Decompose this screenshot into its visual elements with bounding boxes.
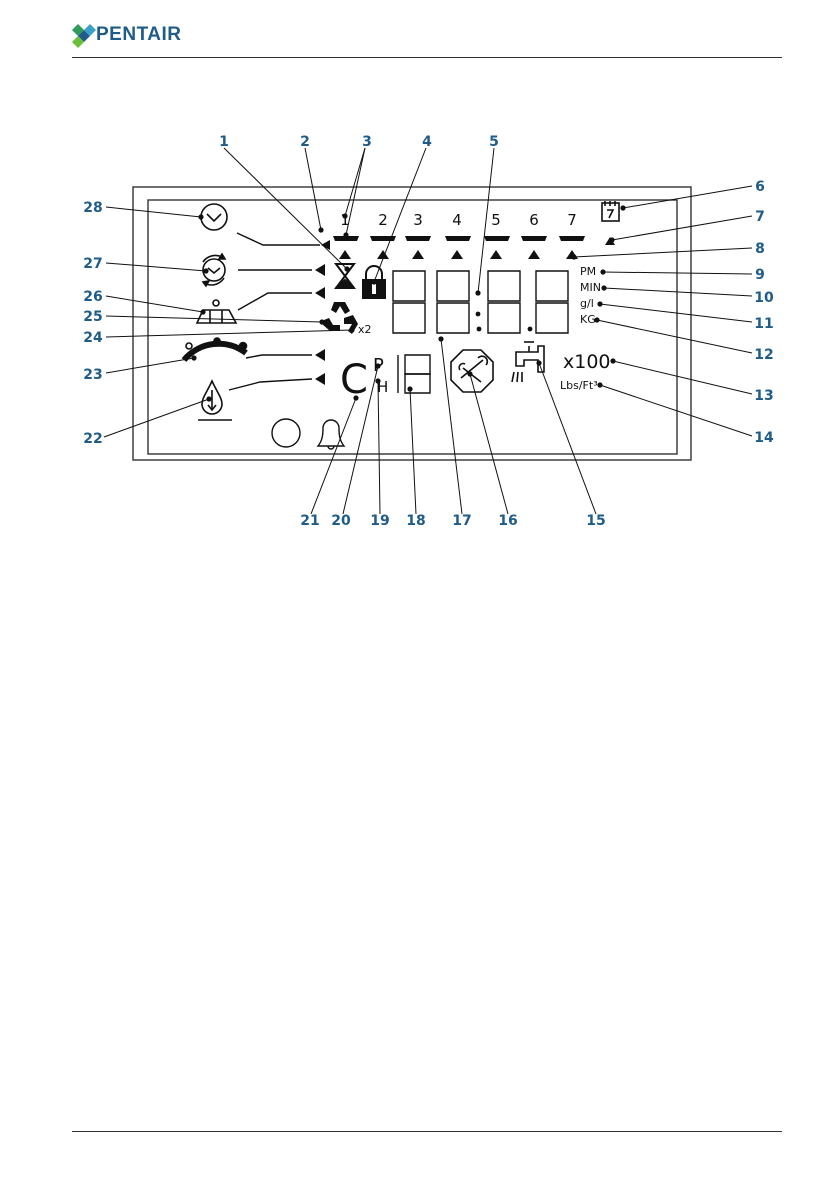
callout-numbers: 1 2 3 4 5 6 7 8 9 10 11 12 13 14 15 16 1… (83, 134, 774, 529)
day-number-6: 6 (529, 211, 539, 229)
connector-clock (237, 233, 320, 245)
bell-icon (318, 420, 344, 449)
callout-23: 23 (83, 367, 102, 383)
unit-pm: PM (580, 265, 596, 278)
clock-icon (201, 204, 227, 230)
day-bar-2 (370, 236, 396, 241)
left-pointers (315, 240, 330, 385)
day-triangle-5 (490, 250, 502, 259)
day-triangle-3 (412, 250, 424, 259)
callout-12: 12 (754, 347, 773, 363)
digit-3 (488, 271, 520, 333)
day-triangle-4 (451, 250, 463, 259)
pointer-hardness (315, 349, 325, 361)
callout-2: 2 (300, 134, 310, 150)
day-bars (333, 236, 585, 241)
callout-22: 22 (83, 431, 102, 447)
service-wrench-icon (451, 350, 493, 392)
day-number-2: 2 (378, 211, 388, 229)
connector-scale (238, 293, 312, 310)
calendar-icon (602, 201, 619, 221)
callout-4: 4 (422, 134, 432, 150)
callout-27: 27 (83, 256, 102, 272)
pointer-scale (315, 287, 325, 299)
cycle-letter: C (340, 357, 368, 403)
callout-5: 5 (489, 134, 499, 150)
unit-kg: KG (580, 313, 596, 326)
callout-7: 7 (755, 209, 765, 225)
callout-9: 9 (755, 267, 765, 283)
day-bar-4 (445, 236, 471, 241)
unit-lbsft: Lbs/Ft³ (560, 379, 598, 392)
regen-x2-label: x2 (358, 323, 372, 336)
callout-10: 10 (754, 290, 774, 306)
cycle-digit-upper (405, 355, 430, 374)
callout-leaders (104, 148, 752, 514)
callout-26: 26 (83, 289, 102, 305)
callout-8: 8 (755, 241, 765, 257)
callout-18: 18 (406, 513, 425, 529)
callout-21: 21 (300, 513, 319, 529)
water-drop-icon (198, 381, 232, 420)
callout-15: 15 (586, 513, 605, 529)
callout-20: 20 (331, 513, 351, 529)
callout-17: 17 (452, 513, 471, 529)
day-bar-6 (521, 236, 547, 241)
callout-28: 28 (83, 200, 102, 216)
callout-11: 11 (754, 316, 773, 332)
digit-2 (437, 271, 469, 333)
digit-4 (536, 271, 568, 333)
day-number-7: 7 (567, 211, 577, 229)
callout-16: 16 (498, 513, 517, 529)
unit-min: MIN (580, 281, 601, 294)
callout-3: 3 (362, 134, 372, 150)
colon-dot-lower (476, 312, 481, 317)
connector-drop (229, 379, 312, 390)
callout-1: 1 (219, 134, 229, 150)
unit-gl: g/l (580, 297, 594, 310)
day-bar-7 (559, 236, 585, 241)
decimal-dot-2 (477, 327, 482, 332)
callout-13: 13 (754, 388, 773, 404)
callout-24: 24 (83, 330, 103, 346)
circle-icon (272, 419, 300, 447)
pointer-cycle (315, 264, 325, 276)
day-triangle-1 (339, 250, 351, 259)
day-number-3: 3 (413, 211, 423, 229)
day-bar-5 (484, 236, 510, 241)
unit-x100: x100 (563, 351, 611, 373)
day-number-4: 4 (452, 211, 462, 229)
day-bar-3 (405, 236, 431, 241)
day-triangle-6 (528, 250, 540, 259)
cycle-digits (398, 355, 430, 393)
pointer-drop (315, 373, 325, 385)
day-number-5: 5 (491, 211, 501, 229)
digit-1 (393, 271, 425, 333)
callout-19: 19 (370, 513, 389, 529)
decimal-dot-3 (528, 327, 533, 332)
callout-25: 25 (83, 309, 102, 325)
connector-hardness (246, 355, 312, 358)
time-digits (393, 271, 568, 333)
callout-6: 6 (755, 179, 765, 195)
callout-14: 14 (754, 430, 774, 446)
